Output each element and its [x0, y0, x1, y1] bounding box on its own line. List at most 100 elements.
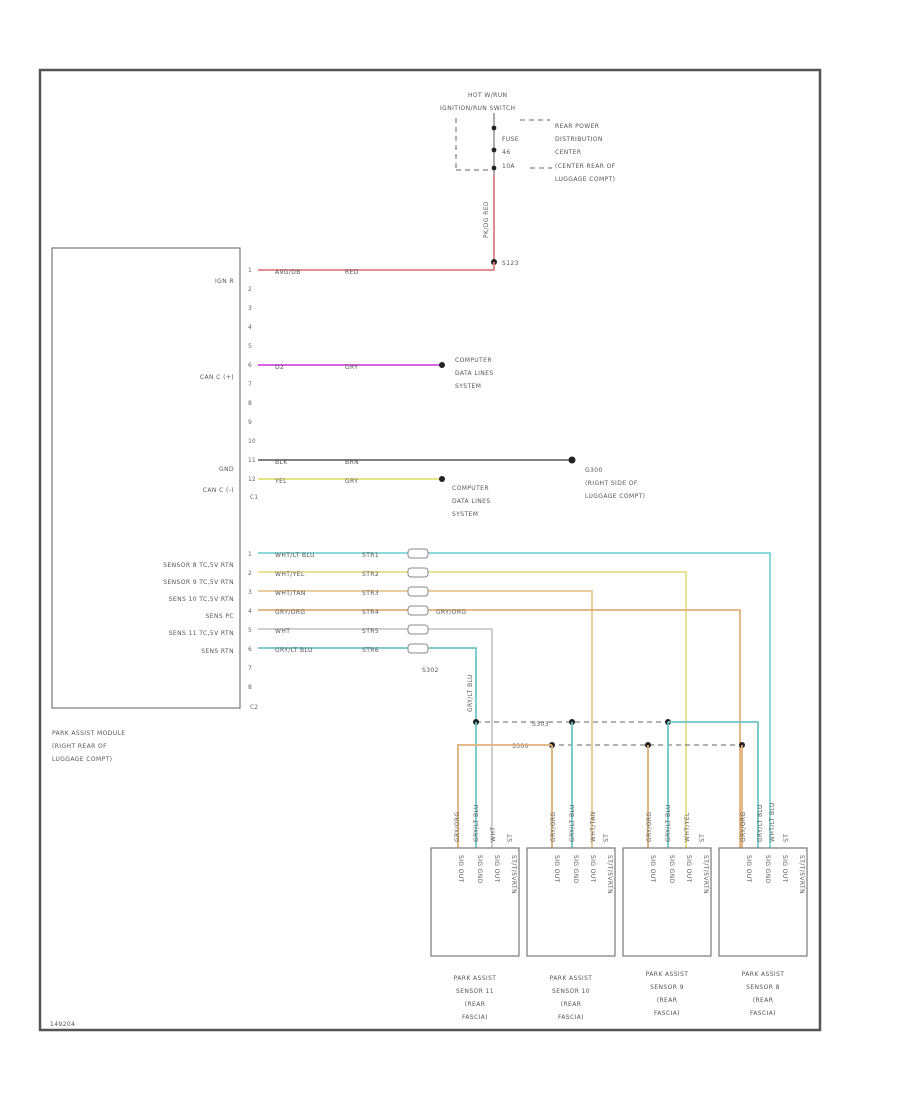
- ign-feed-wire-label: PK/DG RED: [483, 201, 490, 238]
- c2-pin: 3: [248, 589, 252, 596]
- fuse-terminal-mid: [491, 147, 497, 153]
- can-l-dest-3: SYSTEM: [452, 511, 478, 518]
- c1-pin: 1: [248, 267, 252, 274]
- sensor-wire-label: GRY/LT BLU: [569, 804, 576, 842]
- fuse-terminal-bottom: [491, 165, 497, 171]
- sensor-name-3: (REAR: [561, 1001, 582, 1008]
- pin-label-sensor-9: SENSOR 9 TC,5V RTN: [163, 579, 234, 586]
- sensor-wire-label: WHT/YEL: [684, 812, 691, 842]
- c2-pin: 2: [248, 570, 252, 577]
- can-h-wire-color: GRY: [345, 364, 358, 371]
- sensor-9-wire-code: WHT/YEL: [275, 571, 305, 578]
- can-h-dest-2: DATA LINES: [455, 370, 494, 377]
- inline-connector: [407, 548, 429, 654]
- fuse-number-label: FUSE: [502, 136, 519, 143]
- sens-rtn-circuit: STR6: [362, 647, 379, 654]
- module-box: [51, 247, 241, 709]
- splice-label: S123: [502, 260, 519, 267]
- pin-label-can-h: CAN C (+): [200, 374, 234, 381]
- sens-pc-wire-code: GRY/ORG: [275, 609, 305, 616]
- sens-pc-circuit: STR4: [362, 609, 379, 616]
- c1-pin: 2: [248, 286, 252, 293]
- c1-pin: 8: [248, 400, 252, 407]
- gnd-wire-color: BRN: [345, 459, 359, 466]
- splice-s303-label: S303: [532, 721, 549, 728]
- c2-wires: WHT/LT BLU WHT/YEL WHT/TAN GRY/ORG WHT G…: [258, 548, 771, 848]
- c2-pin: 8: [248, 684, 252, 691]
- sensor-8-circuit: STR1: [362, 552, 379, 559]
- c1-pin: 6: [248, 362, 252, 369]
- sensor-pin-label: SIG OUT: [649, 855, 656, 883]
- sensor-wire-label: ST: [507, 834, 514, 842]
- pin-label-sensor-11: SENS 11 TC,5V RTN: [169, 630, 234, 637]
- sensor-name-3: (REAR: [465, 1001, 486, 1008]
- sensor-pin-label: SIG GND: [572, 855, 579, 884]
- sensor-name-4: FASCIA): [558, 1014, 584, 1021]
- sensor-name-3: (REAR: [753, 997, 774, 1004]
- c2-pin: 6: [248, 646, 252, 653]
- can-l-dest-2: DATA LINES: [452, 498, 491, 505]
- sensor-bus: S303 S300: [457, 719, 759, 848]
- inline-pin: [407, 605, 429, 616]
- fuse-switch-label: IGNITION/RUN SWITCH: [440, 105, 515, 112]
- ign-wire-color: RED: [345, 269, 359, 276]
- fuse-location-4: (CENTER REAR OF: [555, 163, 616, 170]
- sensor-11-wire-code: WHT: [275, 628, 290, 635]
- sensor-box: [430, 847, 520, 957]
- sensor-11-wire: [258, 628, 493, 848]
- can-h-terminal: [439, 362, 445, 368]
- sensor-name-2: SENSOR 9: [650, 984, 684, 991]
- fuse-location-2: DISTRIBUTION: [555, 136, 603, 143]
- fuse-block: HOT W/RUN IGNITION/RUN SWITCH FUSE 46 10…: [440, 92, 616, 267]
- c2-pin: 7: [248, 665, 252, 672]
- sensor-name-2: SENSOR 11: [456, 988, 494, 995]
- can-l-wire-color: GRY: [345, 478, 358, 485]
- sensor-box: [718, 847, 808, 957]
- sensor-10-circuit: STR3: [362, 590, 379, 597]
- inline-pin: [407, 624, 429, 635]
- sensor-11: GRY/ORG GRY/LT BLU WHT ST SIG OUT SIG GN…: [430, 804, 520, 1021]
- diagram-code: 149204: [50, 1021, 75, 1028]
- can-l-wire-code: YEL: [274, 478, 287, 485]
- sensor-pin-label: ST/T/5VRTN: [606, 855, 613, 894]
- sensor-wire-label: WHT/LT BLU: [769, 802, 776, 842]
- sensor-wire-label: WHT: [490, 827, 497, 842]
- sens-rtn-wire-code: GRY/LT BLU: [275, 647, 313, 654]
- splice-s302-label: S302: [422, 667, 439, 674]
- ign-wire: [258, 262, 495, 271]
- inline-pin: [407, 567, 429, 578]
- connector-c2-label: C2: [250, 704, 258, 711]
- sensor-pin-label: SIG OUT: [685, 855, 692, 883]
- sensor-wire-label: WHT/TAN: [590, 811, 597, 842]
- sensor-pin-label: SIG GND: [764, 855, 771, 884]
- riser-wire-label: GRY/LT BLU: [467, 674, 474, 712]
- sensor-pin-label: ST/T/5VRTN: [798, 855, 805, 894]
- module-location-1: (RIGHT REAR OF: [52, 743, 107, 750]
- sensor-wire-label: GRY/LT BLU: [473, 804, 480, 842]
- sensor-wire-label: GRY/ORG: [740, 812, 747, 842]
- gnd-wire-code: BLK: [275, 459, 288, 466]
- sensor-pin-label: SIG GND: [476, 855, 483, 884]
- fuse-hot-label: HOT W/RUN: [468, 92, 507, 99]
- sens-pc-right-code: GRY/ORG: [436, 609, 466, 616]
- fuse-location-5: LUGGAGE COMPT): [555, 176, 615, 183]
- sensor-name-4: FASCIA): [654, 1010, 680, 1017]
- sensor-pin-label: SIG GND: [668, 855, 675, 884]
- sensor-name-2: SENSOR 10: [552, 988, 590, 995]
- feed-drop: [457, 744, 552, 848]
- c1-pin: 9: [248, 419, 252, 426]
- module-name: PARK ASSIST MODULE: [52, 730, 125, 737]
- sensor-8-wire: [258, 552, 771, 848]
- sensor-name-2: SENSOR 8: [746, 984, 780, 991]
- sensor-10: GRY/ORG GRY/LT BLU WHT/TAN ST SIG OUT SI…: [526, 804, 616, 1021]
- sensor-pin-label: SIG OUT: [553, 855, 560, 883]
- c1-pin-numbers: 1 2 3 4 5 6 7 8 9 10 11 12 C1: [248, 267, 258, 501]
- sensor-name-4: FASCIA): [750, 1010, 776, 1017]
- sensor-8: GRY/ORG GRY/LT BLU WHT/LT BLU ST SIG OUT…: [718, 802, 808, 1017]
- c1-pin: 3: [248, 305, 252, 312]
- can-h-dest-1: COMPUTER: [455, 357, 492, 364]
- sensor-10-wire: [258, 590, 593, 848]
- fuse-location-1: REAR POWER: [555, 123, 599, 130]
- sensor-name-1: PARK ASSIST: [646, 971, 689, 978]
